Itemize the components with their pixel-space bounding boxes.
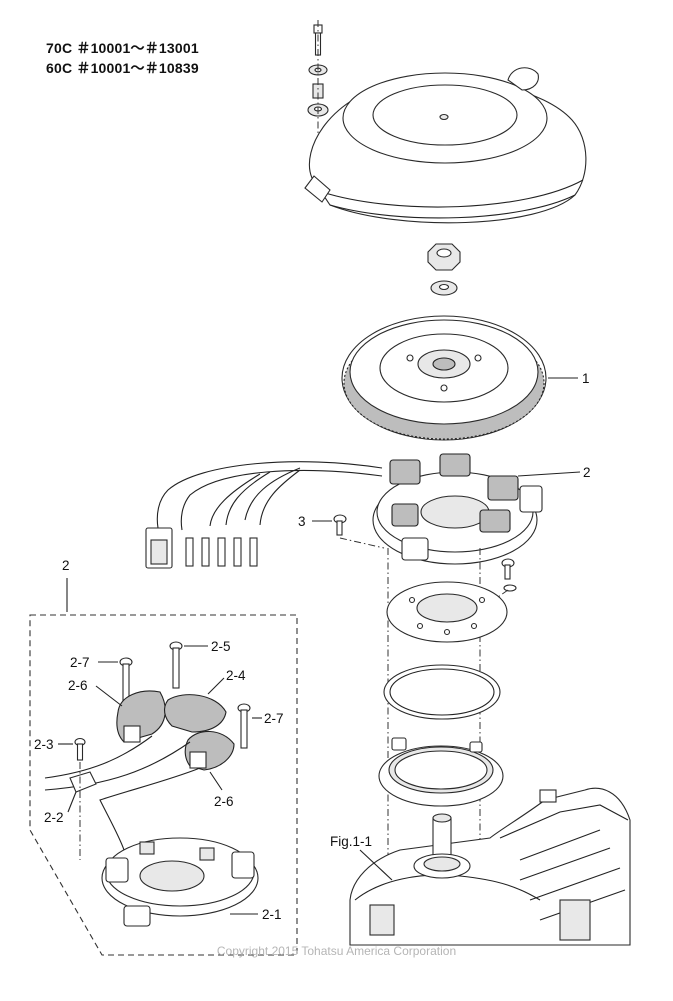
part-3-label: 3 — [298, 514, 306, 529]
leader-part-2 — [517, 471, 581, 477]
stator-coil — [391, 503, 419, 527]
part-2-2-label: 2-2 — [44, 810, 64, 825]
part-2-7-right-label: 2-7 — [264, 711, 284, 726]
part-2-6-top-label: 2-6 — [68, 678, 88, 693]
flywheel-cover-assembly — [304, 20, 587, 224]
stator-base-plate — [386, 581, 508, 643]
part-2-3-label: 2-3 — [34, 737, 54, 752]
part-2-4-label: 2-4 — [226, 668, 246, 683]
model-serial-range-70c: 70C ＃10001～＃13001 — [46, 40, 199, 56]
cover-mount-tab — [304, 175, 331, 203]
leader-figure-ref — [359, 849, 393, 881]
stator-coil — [439, 453, 471, 477]
part-1-label: 1 — [582, 371, 590, 386]
part-2-6-bottom-label: 2-6 — [214, 794, 234, 809]
screw-2-3 — [76, 743, 84, 761]
retainer-ring — [378, 737, 504, 807]
screw-2-7 — [240, 709, 248, 749]
flywheel: 1 — [341, 315, 590, 441]
powerhead-block: Fig.1-1 — [330, 787, 631, 946]
wire-terminal — [217, 537, 226, 567]
part-2-5-label: 2-5 — [211, 639, 231, 654]
stator-assembly: 2 — [145, 453, 591, 569]
part-2-label: 2 — [583, 465, 591, 480]
wire-terminal — [233, 537, 242, 567]
plate-screw — [487, 558, 517, 605]
stator-detail-callout: 2 2-5 2-7 2-6 2-4 2-6 2-7 — [29, 558, 298, 956]
stator-center-opening — [420, 495, 490, 529]
stator-coil — [479, 509, 511, 533]
charge-coil-2-4 — [163, 694, 227, 733]
cover-starter-boss — [507, 67, 539, 91]
detail-boundary — [29, 614, 298, 956]
stator-screw: 3 — [298, 514, 385, 549]
stator-pulser — [519, 485, 543, 513]
screw-2-5 — [172, 647, 180, 689]
part-2-group-label: 2 — [62, 558, 70, 573]
o-ring — [383, 664, 501, 720]
figure-reference-label: Fig.1-1 — [330, 834, 372, 849]
stator-coil — [487, 475, 519, 501]
flywheel-nut-washer — [427, 243, 461, 296]
copyright-watermark: Copyright 2015 Tohatsu America Corporati… — [216, 944, 457, 958]
cover-center-hole — [439, 113, 449, 121]
wire-terminal — [249, 537, 258, 567]
wire-terminal — [185, 537, 194, 567]
stator-wire-harness — [156, 461, 383, 529]
wire-clamp-2-2 — [69, 771, 97, 793]
model-serial-range-60c: 60C ＃10001～＃10839 — [46, 60, 199, 76]
part-2-7-left-label: 2-7 — [70, 655, 90, 670]
wire-terminal — [201, 537, 210, 567]
stator-coil — [389, 459, 421, 485]
part-2-1-label: 2-1 — [262, 907, 282, 922]
stator-pulser — [401, 537, 429, 561]
flywheel-bore — [432, 357, 456, 371]
